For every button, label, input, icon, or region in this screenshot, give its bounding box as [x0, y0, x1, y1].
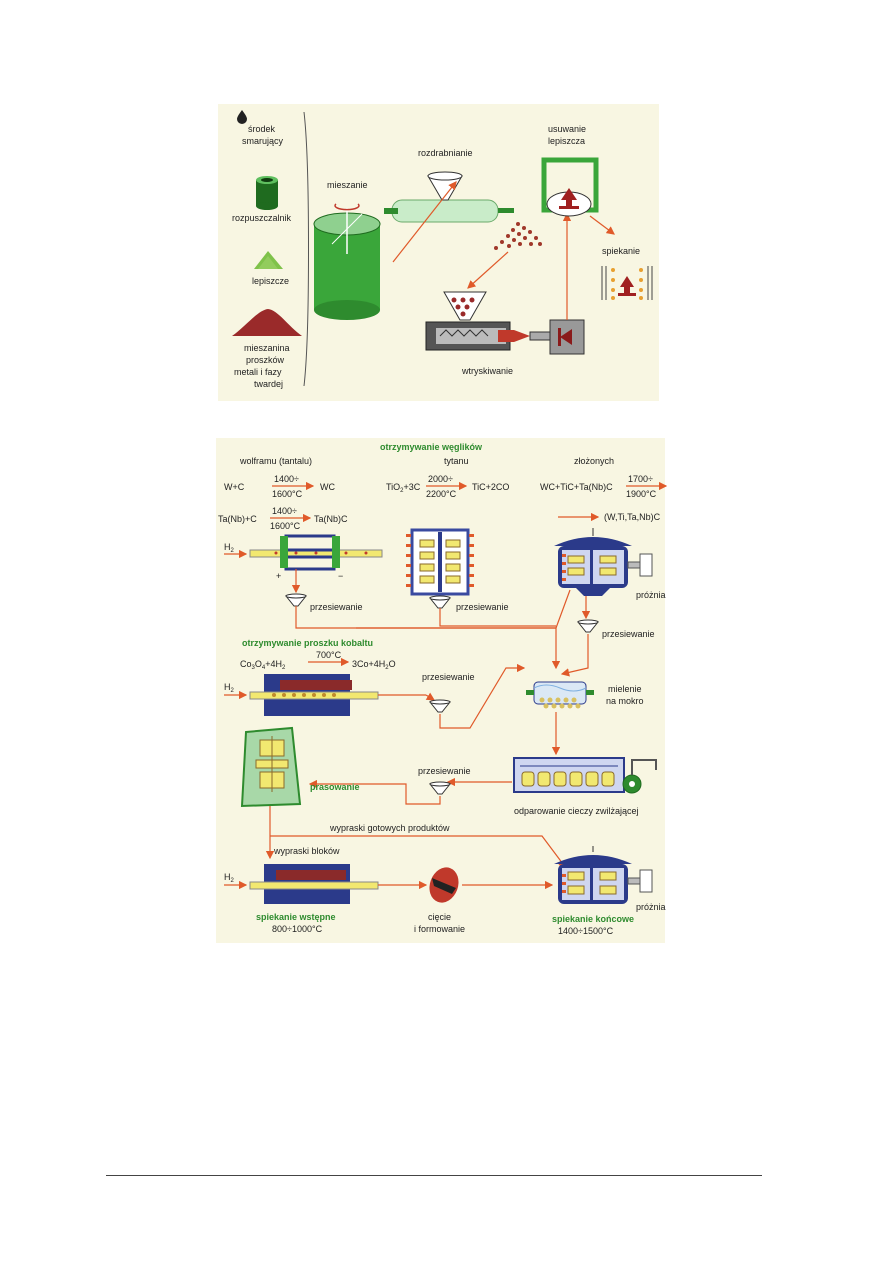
- reaction-tic-temp-1: 2000÷: [428, 474, 453, 484]
- h2-inlet-3: H2: [224, 872, 235, 884]
- mim-process-diagram: środek smarujący rozpuszczalnik lepiszcz…: [218, 104, 659, 401]
- legend-powder-label-2: proszków: [246, 355, 285, 365]
- cutting-label-2: i formowanie: [414, 924, 465, 934]
- sieving-label-4: przesiewanie: [422, 672, 475, 682]
- wet-milling-label-1: mielenie: [608, 684, 642, 694]
- sieve-4: [428, 699, 452, 713]
- cobalt-title: otrzymywanie proszku kobaltu: [242, 638, 373, 648]
- granules-pile: [494, 222, 542, 250]
- legend-lubricant-label-2: smarujący: [242, 136, 284, 146]
- evaporation-unit: [513, 757, 657, 794]
- vacuum-label-2: próżnia: [636, 902, 666, 912]
- legend-binder-label: lepiszcze: [252, 276, 289, 286]
- complex-vacuum-furnace: [554, 528, 653, 596]
- legend-brace: [303, 111, 309, 387]
- reaction-tanb-reactants: Ta(Nb)+C: [218, 514, 257, 524]
- injection-label: wtryskiwanie: [461, 366, 513, 376]
- reaction-tanb-temp-1: 1400÷: [272, 506, 297, 516]
- press: [240, 726, 302, 808]
- presintering-label: spiekanie wstępne: [256, 912, 336, 922]
- titanium-column-label: tytanu: [444, 456, 469, 466]
- legend-powder-label-4: twardej: [254, 379, 283, 389]
- reaction-wc-temp-2: 1600°C: [272, 489, 303, 499]
- reaction-complex-reactants: WC+TiC+Ta(Nb)C: [540, 482, 613, 492]
- vacuum-label-1: próżnia: [636, 590, 666, 600]
- electrode-minus: −: [338, 571, 343, 581]
- reaction-tanb-product: Ta(Nb)C: [314, 514, 348, 524]
- legend-solvent-label: rozpuszczalnik: [232, 213, 292, 223]
- legend-lubricant-label: środek: [248, 124, 276, 134]
- presintering-furnace: [249, 864, 379, 904]
- complex-column-label: złożonych: [574, 456, 614, 466]
- tungsten-furnace: [249, 534, 383, 571]
- cobalt-furnace: [249, 674, 379, 716]
- sieve-1: [284, 593, 308, 607]
- solvent-cylinder-icon: [256, 176, 278, 210]
- footer-rule: [106, 1175, 762, 1176]
- sieve-3: [576, 619, 600, 633]
- sieving-label-1: przesiewanie: [310, 602, 363, 612]
- reaction-complex-temp-1: 1700÷: [628, 474, 653, 484]
- sieving-label-2: przesiewanie: [456, 602, 509, 612]
- sieving-label-5: przesiewanie: [418, 766, 471, 776]
- binder-removal-chamber: [541, 157, 599, 217]
- evaporation-label: odparowanie cieczy zwilżającej: [514, 806, 639, 816]
- h2-inlet-1: H2: [224, 542, 235, 554]
- reaction-tic-product: TiC+2CO: [472, 482, 509, 492]
- grinding-label: rozdrabnianie: [418, 148, 473, 158]
- legend-powder-label-1: mieszanina: [244, 343, 290, 353]
- mixing-label: mieszanie: [327, 180, 368, 190]
- electrode-plus: +: [276, 571, 281, 581]
- legend-powder-label-3: metali i fazy: [234, 367, 282, 377]
- reaction-tic-temp-2: 2200°C: [426, 489, 457, 499]
- final-sintering-label: spiekanie końcowe: [552, 914, 634, 924]
- reaction-tanb-temp-2: 1600°C: [270, 521, 301, 531]
- reaction-co-products: 3Co+4H2O: [352, 659, 396, 671]
- binder-removal-label-2: lepiszcza: [548, 136, 585, 146]
- reaction-co-temp: 700°C: [316, 650, 342, 660]
- cutting-label-1: cięcie: [428, 912, 451, 922]
- reaction-complex-product: (W,Ti,Ta,Nb)C: [604, 512, 661, 522]
- tungsten-column-label: wolframu (tantalu): [239, 456, 312, 466]
- wet-milling-label-2: na mokro: [606, 696, 644, 706]
- sieve-5: [428, 781, 452, 795]
- wet-mill: [526, 681, 594, 709]
- block-compacts-label: wypraski bloków: [273, 846, 340, 856]
- lubricant-drop-icon: [237, 110, 247, 124]
- reaction-wc-temp-1: 1400÷: [274, 474, 299, 484]
- reaction-complex-temp-2: 1900°C: [626, 489, 657, 499]
- mixer-drum: [313, 203, 381, 320]
- pressing-label: prasowanie: [310, 782, 360, 792]
- final-sintering-furnace: [554, 846, 653, 904]
- reaction-tic-reactants: TiO2+3C: [386, 482, 421, 494]
- presintering-temp: 800÷1000°C: [272, 924, 323, 934]
- carbide-production-diagram: otrzymywanie węglików wolframu (tantalu)…: [216, 438, 668, 943]
- injection-machine: [425, 291, 585, 355]
- finished-compacts-label: wypraski gotowych produktów: [329, 823, 450, 833]
- grinder: [384, 171, 514, 223]
- titanium-furnace: [406, 528, 474, 596]
- reaction-wc-reactants: W+C: [224, 482, 245, 492]
- reaction-co-reactants: Co3O4+4H2: [240, 659, 286, 671]
- carbides-title: otrzymywanie węglików: [380, 442, 483, 452]
- sintering-label: spiekanie: [602, 246, 640, 256]
- sieving-label-3: przesiewanie: [602, 629, 655, 639]
- sintering-furnace: [601, 266, 653, 300]
- cutting-disc: [429, 867, 459, 903]
- binder-removal-label-1: usuwanie: [548, 124, 586, 134]
- h2-inlet-2: H2: [224, 682, 235, 694]
- powder-pile-icon: [232, 309, 302, 336]
- reaction-wc-product: WC: [320, 482, 335, 492]
- sieve-2: [428, 595, 452, 609]
- binder-pile-icon: [254, 251, 283, 269]
- final-sintering-temp: 1400÷1500°C: [558, 926, 614, 936]
